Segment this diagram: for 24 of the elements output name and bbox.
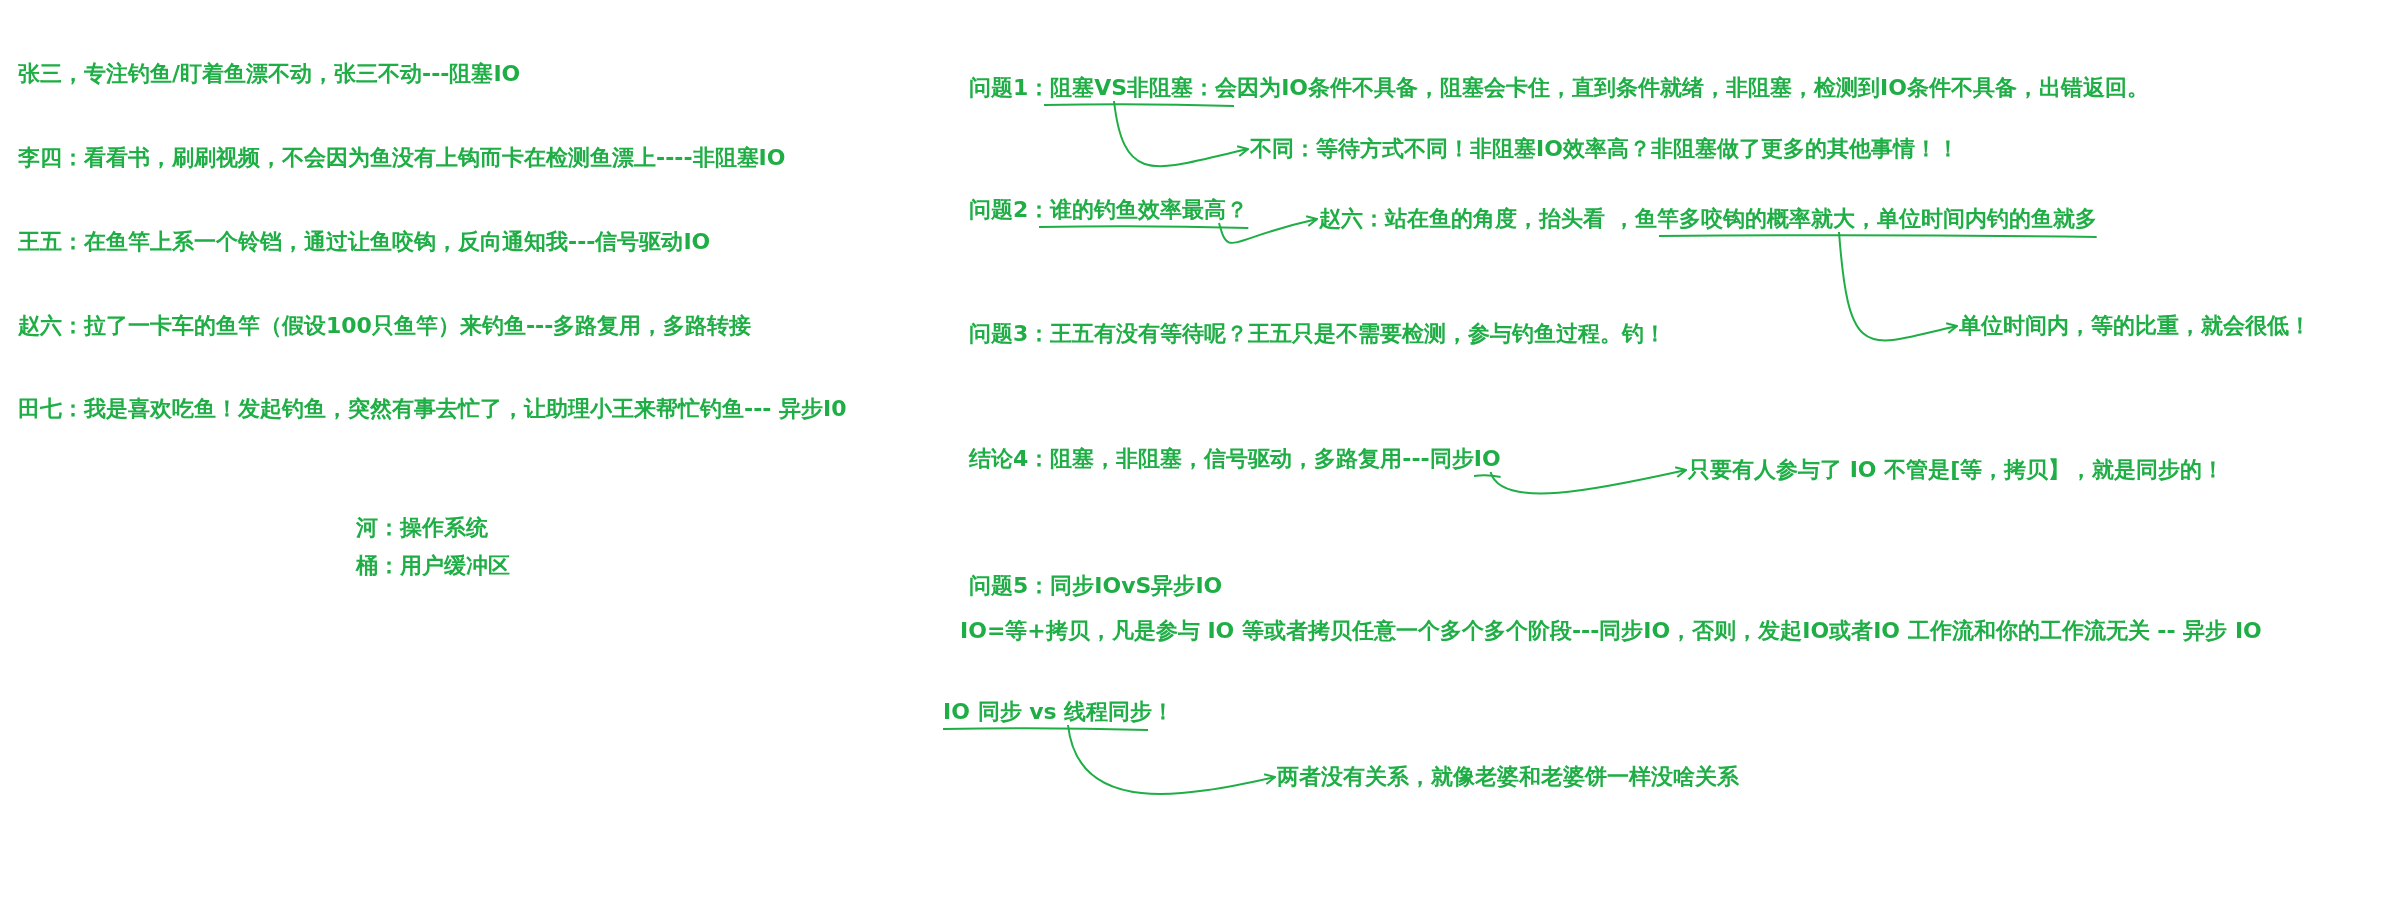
note-text: 不同：等待方式不同！非阻塞IO效率高？非阻塞做了更多的其他事情！！ xyxy=(1250,136,1959,162)
note-text: 桶：用户缓冲区 xyxy=(356,553,510,579)
note-text: 王五：在鱼竿上系一个铃铛，通过让鱼咬钩，反向通知我---信号驱动IO xyxy=(18,229,711,255)
note-text: 李四：看看书，刷刷视频，不会因为鱼没有上钩而卡在检测鱼漂上----非阻塞IO xyxy=(18,145,786,171)
note-text: 问题3：王五有没有等待呢？王五只是不需要检测，参与钓鱼过程。钓！ xyxy=(969,321,1667,347)
note-text: 问题2：谁的钓鱼效率最高？ xyxy=(969,197,1249,223)
note-text: 问题1：阻塞VS非阻塞：会因为IO条件不具备，阻塞会卡住，直到条件就绪，非阻塞，检测到IO条件不具备，出错返回。 xyxy=(969,75,2149,101)
arrow xyxy=(1218,215,1318,244)
note-text: IO=等+拷贝，凡是参与 IO 等或者拷贝任意一个多个多个阶段---同步IO，否则，发起IO或者IO 工作流和你的工作流无关 -- 异步 IO xyxy=(960,618,2262,644)
note-text: 河：操作系统 xyxy=(356,515,488,541)
note-text: 赵六：拉了一卡车的鱼竿（假设100只鱼竿）来钓鱼---多路复用，多路转接 xyxy=(18,313,752,339)
note-text: 结论4：阻塞，非阻塞，信号驱动，多路复用---同步IO xyxy=(969,446,1501,472)
note-text: 两者没有关系，就像老婆和老婆饼一样没啥关系 xyxy=(1277,764,1739,790)
note-text: 只要有人参与了 IO 不管是[等，拷贝】，就是同步的！ xyxy=(1688,457,2225,483)
arrow xyxy=(1067,724,1276,795)
arrow xyxy=(1113,100,1249,168)
note-text: 赵六：站在鱼的角度，抬头看 ，鱼竿多咬钩的概率就大，单位时间内钓的鱼就多 xyxy=(1319,206,2097,232)
note-text: 单位时间内，等的比重，就会很低！ xyxy=(1959,313,2311,339)
note-text: 问题5：同步IOvS异步IO xyxy=(969,573,1223,599)
arrow xyxy=(1838,231,1958,342)
arrow xyxy=(1489,466,1687,495)
note-text: IO 同步 vs 线程同步！ xyxy=(943,699,1175,725)
note-text: 田七：我是喜欢吃鱼！发起钓鱼，突然有事去忙了，让助理小王来帮忙钓鱼--- 异步I0 xyxy=(18,396,847,422)
note-text: 张三，专注钓鱼/盯着鱼漂不动，张三不动---阻塞IO xyxy=(18,61,521,87)
